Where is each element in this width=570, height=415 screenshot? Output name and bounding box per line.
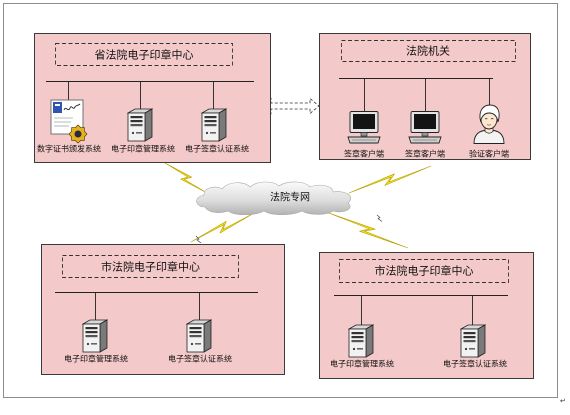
system-label: 电子印章管理系统 [330,359,394,369]
court-network: 法院专网 [196,181,352,216]
system-label: 电子印章管理系统 [111,144,175,154]
server-icon [127,108,153,142]
client-label: 签章客户端 [405,149,445,159]
system-label: 数字证书颁发系统 [37,144,101,154]
city-center-left-box [41,244,285,375]
city-center-right-title: 市法院电子印章中心 [375,264,474,278]
computer-icon [347,111,381,144]
system-label: 电子印章管理系统 [64,354,128,364]
cloud-icon [196,181,352,216]
computer-icon [408,111,442,144]
city-center-left: 市法院电子印章中心 电子印章管理系统 电子签章认证系统 [41,244,285,375]
client-label: 验证客户端 [469,149,509,159]
provincial-center: 省法院电子印章中心 数字证书颁发系统 电子印章管理系统 电子签章认证系统 [34,33,271,163]
outer-frame [3,3,558,398]
provincial-center-box [34,33,271,163]
city-center-right-box [319,252,534,379]
city-center-right: 市法院电子印章中心 电子印章管理系统 电子签章认证系统 [319,252,534,379]
system-label: 电子签章认证系统 [185,144,249,154]
server-icon [186,319,212,353]
provincial-center-title-frame [55,43,233,66]
city-center-left-title: 市法院电子印章中心 [101,260,200,274]
court-office: 法院机关 签章客户端 签章客户端 验证客户端 [319,33,531,160]
network-label: 法院专网 [270,191,310,204]
client-label: 签章客户端 [344,149,384,159]
spark-mark [376,214,383,222]
spark-mark [195,235,202,244]
system-label: 电子签章认证系统 [168,354,232,364]
lightning-icon [190,211,257,243]
provincial-center-title: 省法院电子印章中心 [95,48,194,62]
city-center-right-title-frame [339,259,509,283]
court-office-title-frame [341,40,516,62]
server-icon [460,324,486,358]
court-office-title: 法院机关 [406,44,450,58]
city-center-left-title-frame [62,255,239,278]
system-label: 电子签章认证系统 [443,359,507,369]
server-icon [348,324,374,358]
server-icon [201,108,227,142]
lightning-icon [348,165,432,194]
corner-mark: ↵ [560,397,566,405]
lightning-icon [164,162,208,194]
lightning-icon [325,211,409,249]
server-icon [82,319,108,353]
